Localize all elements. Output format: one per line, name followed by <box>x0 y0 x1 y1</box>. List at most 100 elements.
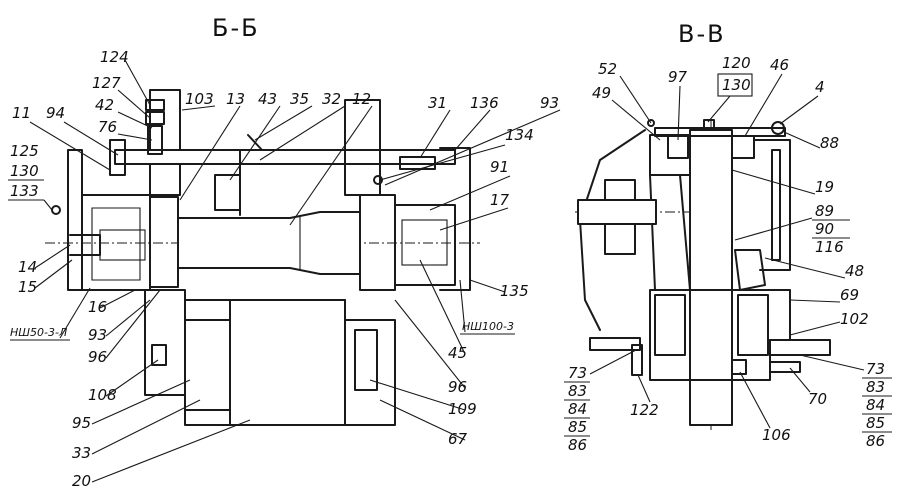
label-70: 70 <box>808 390 827 408</box>
label-125: 125 <box>10 142 39 160</box>
label-84a: 84 <box>568 400 587 418</box>
label-94: 94 <box>46 104 65 122</box>
label-73a: 73 <box>568 364 587 382</box>
bearing-right <box>359 194 396 291</box>
label-nsh100: НШ100-3 <box>462 320 514 333</box>
label-133: 133 <box>10 182 39 200</box>
label-120: 120 <box>722 54 751 72</box>
housing-wall-lower <box>144 289 186 396</box>
bolt-4 <box>771 121 785 135</box>
bearing-input-upper <box>604 179 636 201</box>
bevel-gear-19 <box>649 174 691 291</box>
label-91: 91 <box>490 158 509 176</box>
flange-102 <box>769 339 831 356</box>
label-nsh50: НШ50-3-Л <box>10 326 67 339</box>
cover-70 <box>769 361 801 373</box>
label-73b: 73 <box>866 360 885 378</box>
label-135: 135 <box>500 282 529 300</box>
label-stack-lines-a <box>564 381 590 437</box>
view-title-v-v: В-В <box>678 20 726 48</box>
bearing-lower-right <box>737 294 769 356</box>
section-view-b-b: Б-Б <box>8 14 561 490</box>
input-shaft <box>577 199 657 225</box>
label-89: 89 <box>815 202 834 220</box>
rod-end-94 <box>109 139 126 176</box>
label-17: 17 <box>490 191 510 209</box>
label-97: 97 <box>668 68 688 86</box>
bearing-input-lower <box>604 223 636 255</box>
fork-89 <box>771 149 781 261</box>
bearing-46 <box>731 135 755 159</box>
label-32: 32 <box>322 90 341 108</box>
label-86a: 86 <box>568 436 587 454</box>
label-85a: 85 <box>568 418 587 436</box>
label-15: 15 <box>18 278 37 296</box>
label-108: 108 <box>88 386 117 404</box>
bearing-109 <box>354 329 378 391</box>
bolt-125 <box>51 205 61 215</box>
washer-108 <box>151 344 167 366</box>
label-16: 16 <box>88 298 107 316</box>
label-13: 13 <box>226 90 245 108</box>
label-33: 33 <box>72 444 91 462</box>
label-46: 46 <box>770 56 789 74</box>
intermediate-shaft-20 <box>229 299 346 426</box>
label-85b: 85 <box>866 414 885 432</box>
end-cover-11 <box>67 149 83 291</box>
seal-91 <box>401 219 448 266</box>
gear-33 <box>184 319 231 411</box>
label-14: 14 <box>18 258 37 276</box>
label-48: 48 <box>845 262 864 280</box>
label-124: 124 <box>100 48 129 66</box>
label-67: 67 <box>448 430 468 448</box>
label-93-top: 93 <box>540 94 559 112</box>
label-76: 76 <box>98 118 117 136</box>
label-95: 95 <box>72 414 91 432</box>
label-106: 106 <box>762 426 791 444</box>
label-31: 31 <box>428 94 447 112</box>
label-116: 116 <box>815 238 844 256</box>
gear-48 <box>734 249 766 291</box>
view-title-b-b: Б-Б <box>212 14 260 42</box>
bolt-122 <box>631 344 643 376</box>
label-134: 134 <box>505 126 534 144</box>
label-12: 12 <box>352 90 371 108</box>
coupling-14 <box>69 234 101 256</box>
label-83b: 83 <box>866 378 885 396</box>
label-4: 4 <box>815 78 825 96</box>
label-96b: 96 <box>448 378 467 396</box>
leader-lines-right <box>589 73 865 429</box>
label-103: 103 <box>185 90 214 108</box>
label-35: 35 <box>290 90 309 108</box>
label-19: 19 <box>815 178 834 196</box>
label-20: 20 <box>72 472 91 490</box>
pump-gear <box>99 229 146 261</box>
label-88: 88 <box>820 134 839 152</box>
label-136: 136 <box>470 94 499 112</box>
label-11: 11 <box>12 104 31 122</box>
fork-43 <box>214 174 241 211</box>
label-49: 49 <box>592 84 611 102</box>
label-52: 52 <box>598 60 617 78</box>
label-43: 43 <box>258 90 277 108</box>
leader-lines-left <box>10 59 561 483</box>
label-96a: 96 <box>88 348 107 366</box>
label-130: 130 <box>722 76 751 94</box>
cover-136 <box>439 147 471 291</box>
label-130: 130 <box>10 162 39 180</box>
housing-48 <box>753 139 791 271</box>
valve-42 <box>147 125 163 155</box>
label-90: 90 <box>815 220 834 238</box>
bearing-left <box>149 196 179 288</box>
main-shaft-12 <box>177 211 361 275</box>
label-42: 42 <box>95 96 114 114</box>
label-69: 69 <box>840 286 859 304</box>
label-86b: 86 <box>866 432 885 450</box>
section-view-v-v: В-В 52 49 97 <box>564 20 892 454</box>
plug-124 <box>145 99 165 111</box>
label-127: 127 <box>92 74 121 92</box>
bearing-lower-left <box>654 294 686 356</box>
screw-52 <box>647 119 655 127</box>
housing-wall-67 <box>344 319 396 426</box>
vertical-shaft <box>689 129 733 426</box>
